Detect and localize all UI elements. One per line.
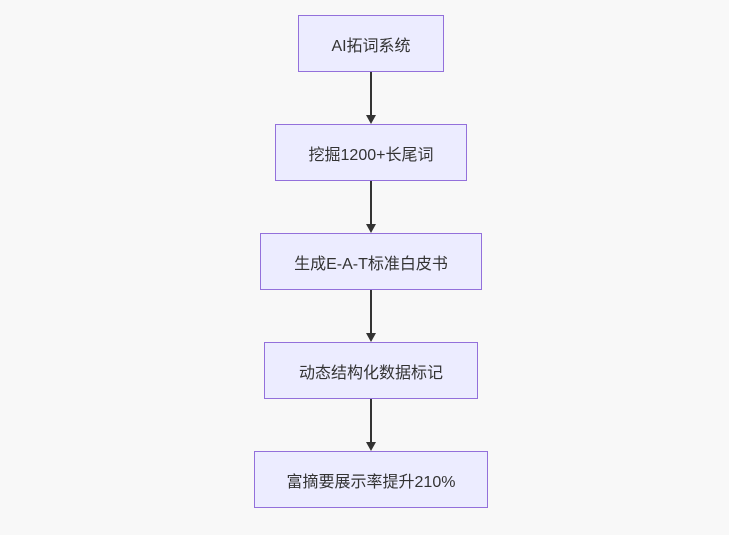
flow-node-structured-data-markup: 动态结构化数据标记 — [264, 342, 478, 399]
arrowhead-down-icon — [366, 115, 376, 124]
flow-edge-4 — [366, 399, 376, 451]
flowchart: AI拓词系统 挖掘1200+长尾词 生成E-A-T标准白皮书 动态结构化数据标记… — [21, 15, 721, 508]
flow-node-eat-whitepaper: 生成E-A-T标准白皮书 — [260, 233, 482, 290]
flow-edge-1 — [366, 72, 376, 124]
flow-node-longtail-keywords: 挖掘1200+长尾词 — [275, 124, 467, 181]
arrowhead-down-icon — [366, 333, 376, 342]
edge-line — [370, 181, 372, 224]
edge-line — [370, 399, 372, 442]
flow-edge-2 — [366, 181, 376, 233]
edge-line — [370, 72, 372, 115]
flow-edge-3 — [366, 290, 376, 342]
arrowhead-down-icon — [366, 442, 376, 451]
flow-node-rich-snippet-rate: 富摘要展示率提升210% — [254, 451, 488, 508]
edge-line — [370, 290, 372, 333]
flow-node-ai-keyword-system: AI拓词系统 — [298, 15, 444, 72]
arrowhead-down-icon — [366, 224, 376, 233]
